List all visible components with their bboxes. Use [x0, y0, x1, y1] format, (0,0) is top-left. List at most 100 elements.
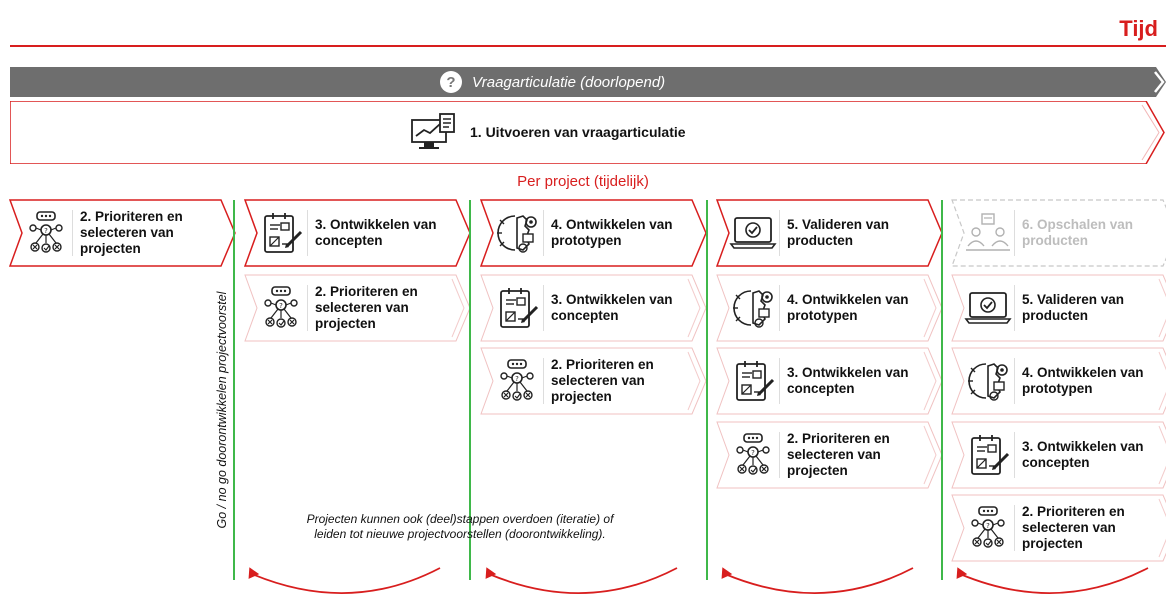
card-separator	[307, 285, 308, 331]
phase-card-line: selecteren van	[1022, 520, 1116, 535]
phase-card-line: prototypen	[551, 233, 622, 248]
phase-card-line: projecten	[315, 316, 376, 331]
card-separator	[307, 210, 308, 256]
phase-card-line: selecteren van	[315, 300, 409, 315]
iteration-note-line2: leiden tot nieuwe projectvoorstellen (do…	[314, 527, 606, 541]
column-divider	[941, 200, 943, 580]
phase-card-line: concepten	[1022, 455, 1090, 470]
stage1-label: 1. Uitvoeren van vraagarticulatie	[470, 124, 686, 140]
go-no-go-text: Go / no go doorontwikkelen projectvoorst…	[215, 291, 229, 529]
scale-icon	[964, 210, 1012, 256]
phase-card-line: projecten	[787, 463, 848, 478]
analytics-screen-icon	[411, 113, 455, 149]
phase-card-line: 2. Prioriteren en	[80, 209, 183, 224]
phase-card-line: concepten	[551, 308, 619, 323]
phase-card-line: 4. Ontwikkelen van	[787, 292, 909, 307]
phase-card-line: selecteren van	[787, 447, 881, 462]
svg-text:?: ?	[515, 375, 519, 383]
phase-card-line: selecteren van	[80, 225, 174, 240]
phase-card-line: 4. Ontwikkelen van	[551, 217, 673, 232]
prioritize-icon: ?	[22, 210, 70, 256]
card-separator	[779, 358, 780, 404]
phase-card-line: projecten	[551, 389, 612, 404]
phase-card-line: projecten	[80, 241, 141, 256]
concept-icon	[257, 210, 305, 256]
phase-card-line: producten	[1022, 308, 1088, 323]
prioritize-icon: ?	[493, 358, 541, 404]
phase-card-line: 6. Opschalen van	[1022, 217, 1134, 232]
column-divider	[469, 200, 471, 580]
iteration-arrow	[248, 567, 441, 595]
prioritize-icon: ?	[964, 505, 1012, 551]
phase-card-line: 3. Ontwikkelen van	[551, 292, 673, 307]
iteration-arrow	[956, 567, 1149, 595]
svg-text:?: ?	[279, 302, 283, 310]
phase-card-line: 3. Ontwikkelen van	[787, 365, 909, 380]
iteration-arrow	[485, 567, 678, 595]
prioritize-icon: ?	[257, 285, 305, 331]
phase-card-line: producten	[1022, 233, 1088, 248]
prototype-icon	[964, 358, 1012, 404]
phase-card-line: 5. Valideren van	[787, 217, 890, 232]
prototype-icon	[493, 210, 541, 256]
concept-icon	[964, 432, 1012, 478]
phase-card-line: concepten	[315, 233, 383, 248]
column-divider	[233, 200, 235, 580]
continuous-phase-bar	[10, 67, 1166, 97]
prototype-icon	[729, 285, 777, 331]
card-separator	[543, 358, 544, 404]
phase-card-line: 3. Ontwikkelen van	[1022, 439, 1144, 454]
card-separator	[543, 285, 544, 331]
continuous-phase-label: ? Vraagarticulatie (doorlopend)	[440, 67, 665, 97]
card-separator	[72, 210, 73, 256]
stage1-content: 1. Uitvoeren van vraagarticulatie	[410, 108, 686, 156]
card-separator	[1014, 505, 1015, 551]
stage1-chevron	[10, 101, 1165, 164]
phase-card-line: projecten	[1022, 536, 1083, 551]
card-separator	[1014, 285, 1015, 331]
continuous-phase-text: Vraagarticulatie (doorlopend)	[472, 73, 666, 91]
concept-icon	[493, 285, 541, 331]
question-icon: ?	[440, 71, 462, 93]
iteration-note-line1: Projecten kunnen ook (deel)stappen overd…	[306, 512, 614, 526]
time-label: Tijd	[1119, 16, 1158, 41]
validate-icon	[964, 285, 1012, 331]
phase-card-line: 5. Valideren van	[1022, 292, 1125, 307]
phase-card-line: concepten	[787, 381, 855, 396]
phase-card-line: 3. Ontwikkelen van	[315, 217, 437, 232]
card-separator	[1014, 432, 1015, 478]
phase-card-line: 2. Prioriteren en	[315, 284, 418, 299]
phase-card-line: 2. Prioriteren en	[787, 431, 890, 446]
card-separator	[543, 210, 544, 256]
svg-text:?: ?	[44, 227, 48, 235]
card-separator	[1014, 358, 1015, 404]
phase-card-line: 2. Prioriteren en	[1022, 504, 1125, 519]
card-separator	[1014, 210, 1015, 256]
